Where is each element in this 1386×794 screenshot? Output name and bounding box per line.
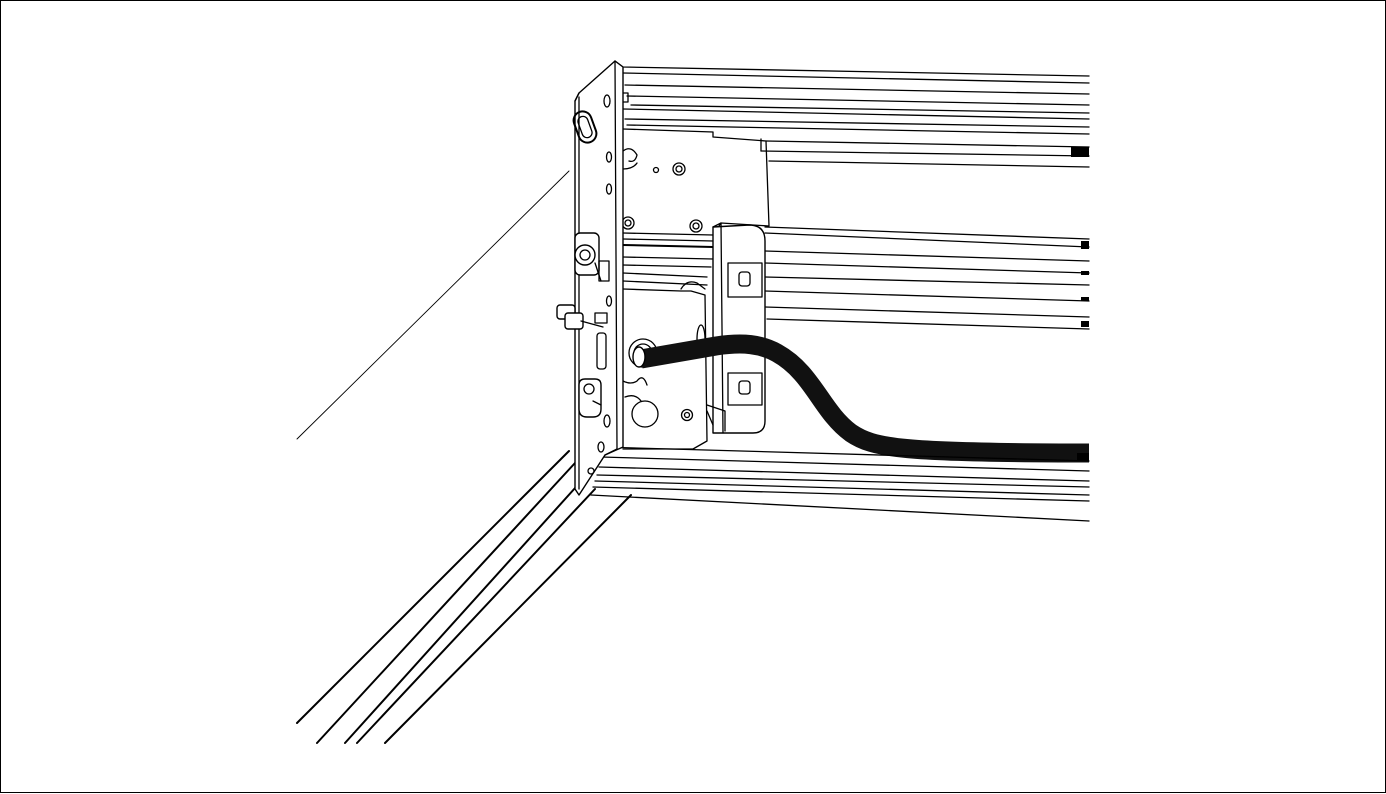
receding-guide-line: [296, 170, 570, 440]
middle-rail: [764, 226, 1090, 330]
lower-latch: [578, 378, 602, 418]
lower-rail: [590, 446, 1090, 522]
side-clip: [556, 304, 604, 330]
cable: [639, 334, 1090, 463]
mount-block: [622, 288, 708, 450]
adjust-knob: [574, 232, 610, 282]
inner-bracket-plate: [621, 128, 1090, 236]
inner-channel: [622, 238, 714, 290]
end-plate: [556, 60, 624, 496]
cable-end: [632, 346, 646, 368]
upper-rail: [614, 60, 1090, 135]
receding-rail: [296, 450, 632, 744]
cable-clamp: [706, 222, 766, 434]
